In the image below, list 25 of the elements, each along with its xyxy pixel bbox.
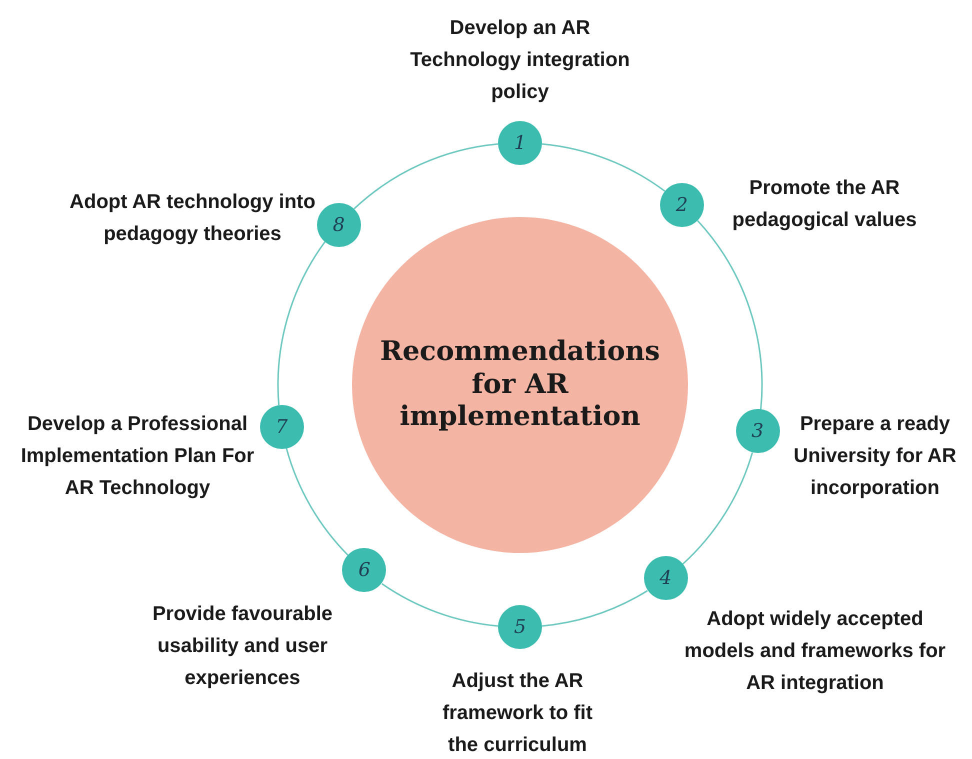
ring-arc (382, 583, 498, 627)
step-text: Develop a Professional Implementation Plan For AR Technology (20, 412, 256, 501)
step-number-circle: 4 (644, 556, 688, 600)
title-circle: Recommendations for AR implementation (352, 217, 688, 553)
step-text: Promote the AR pedagogical values (731, 176, 918, 233)
ring-arc (542, 143, 666, 192)
step-text: Adopt widely accepted models and frameworks for AR integration (683, 607, 947, 696)
step-number-circle: 7 (260, 405, 304, 450)
ring-arc (682, 452, 754, 565)
ring-arc (286, 448, 349, 556)
step-text: Adopt AR technology into pedagogy theories (68, 190, 316, 247)
step-text: Develop an AR Technology integration policy (409, 16, 631, 105)
step-number-circle: 5 (498, 605, 542, 649)
ring-arc (697, 220, 763, 410)
ring-arc (542, 590, 648, 627)
step-number-circle: 2 (660, 183, 704, 228)
ring-arc (354, 143, 498, 210)
step-number-circle: 8 (316, 202, 361, 247)
step-text: Adjust the AR framework to fit the curriculum (441, 669, 594, 758)
step-text: Prepare a ready University for AR incorporation (792, 412, 958, 501)
step-number-circle: 3 (736, 409, 780, 454)
step-number-circle: 1 (498, 121, 542, 165)
ring-arc (277, 241, 326, 406)
step-text: Provide favourable usability and user experiences (151, 602, 334, 691)
step-number-circle: 6 (342, 548, 386, 592)
